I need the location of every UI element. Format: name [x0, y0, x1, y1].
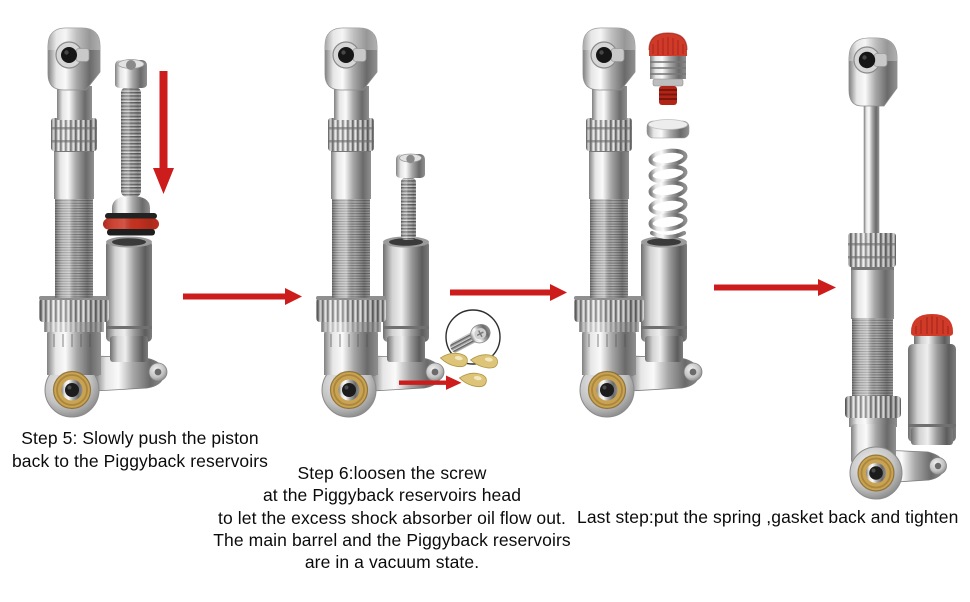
step5-caption: Step 5: Slowly push the piston back to t…: [6, 427, 274, 473]
piston-screw-assembly: [103, 59, 159, 236]
drain-arrow-icon: [399, 375, 462, 390]
step6-caption-line5: are in a vacuum state.: [304, 552, 480, 573]
oil-drop: [439, 352, 468, 368]
step6-caption-line4: The main barrel and the Piggyback reserv…: [213, 529, 571, 550]
step5-shock-figure: [38, 27, 174, 418]
step5-caption-line2: back to the Piggyback reservoirs: [11, 451, 269, 471]
flow-arrow-3-icon: [714, 279, 836, 296]
last-step-caption: Last step:put the spring ,gasket back an…: [577, 507, 959, 527]
eyelet-hole: [858, 51, 876, 69]
cap-threaded-stub: [659, 86, 677, 105]
piston-cone: [112, 196, 150, 214]
mount-hole: [869, 466, 883, 480]
screw-inset-circle: [445, 309, 501, 365]
flow-arrow-2-icon: [450, 284, 567, 301]
piggyback-reservoir-assembled: [908, 314, 956, 445]
coil-spring-part: [648, 148, 688, 240]
flow-arrow-1-icon: [183, 288, 302, 305]
step6-caption-line2: at the Piggyback reservoirs head: [262, 485, 522, 506]
laststep-shock-figure: [573, 27, 703, 418]
reservoir-cap-part: [648, 32, 688, 105]
oil-drops: [439, 352, 498, 388]
step6-caption: Step 6:loosen the screw at the Piggyback…: [200, 462, 584, 573]
bleed-screw: [396, 153, 425, 240]
hex-socket: [406, 154, 415, 164]
assembled-shock-figure: [845, 37, 956, 500]
shock-upper-body: [851, 267, 894, 319]
magnified-screw-icon: [450, 324, 491, 353]
oil-drop: [458, 372, 487, 388]
step5-caption-line1: Step 5: Slowly push the piston: [21, 428, 259, 448]
reservoir-tube: [908, 344, 956, 442]
step6-shock-figure: [315, 27, 501, 418]
gasket-part: [646, 119, 690, 139]
step6-caption-line3: to let the excess shock absorber oil flo…: [218, 507, 566, 528]
hex-socket: [126, 60, 136, 70]
insert-down-arrow-icon: [153, 71, 174, 194]
step6-caption-line1: Step 6:loosen the screw: [297, 463, 487, 483]
extended-piston-shaft: [863, 99, 880, 241]
